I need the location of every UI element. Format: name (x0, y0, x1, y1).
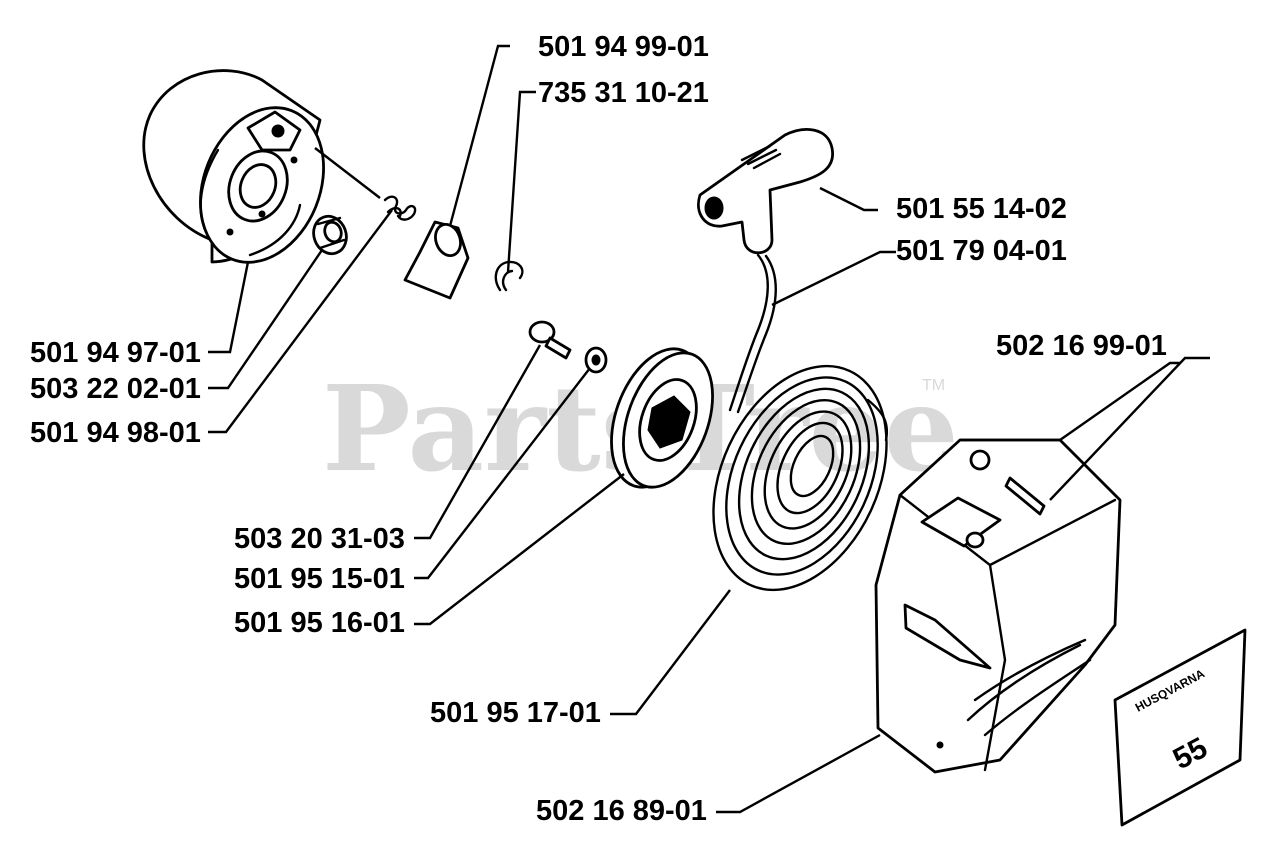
handle-part[interactable] (697, 128, 834, 255)
recoil-spring-part[interactable] (679, 338, 920, 618)
label-spring[interactable]: 501 94 98-01 (30, 417, 201, 449)
label-recoil-spring[interactable]: 501 95 17-01 (430, 697, 601, 729)
label-washer[interactable]: 501 95 15-01 (234, 563, 405, 595)
label-flywheel[interactable]: 501 94 97-01 (30, 337, 201, 369)
watermark-trademark: TM (922, 377, 945, 394)
leader-lines (208, 44, 1210, 814)
rope-part[interactable] (728, 253, 777, 414)
washer-part[interactable] (584, 346, 608, 374)
label-starter-housing[interactable]: 502 16 89-01 (536, 795, 707, 827)
starter-housing-part[interactable] (874, 438, 1122, 774)
label-circlip[interactable]: 735 31 10-21 (538, 77, 709, 109)
decal-part[interactable]: HUSQVARNA 55 (1113, 628, 1247, 827)
label-handle[interactable]: 501 55 14-02 (896, 193, 1067, 225)
label-nut[interactable]: 503 22 02-01 (30, 373, 201, 405)
pawl-part[interactable] (403, 220, 470, 300)
spring-part[interactable] (383, 195, 417, 221)
label-screw[interactable]: 502 16 99-01 (996, 330, 1167, 362)
label-pawl[interactable]: 501 94 99-01 (538, 31, 709, 63)
flywheel-part[interactable] (142, 69, 346, 281)
label-rope[interactable]: 501 79 04-01 (896, 235, 1067, 267)
label-center-screw[interactable]: 503 20 31-03 (234, 523, 405, 555)
nut-part[interactable] (308, 212, 351, 259)
pulley-part[interactable] (594, 336, 730, 500)
label-pulley[interactable]: 501 95 16-01 (234, 607, 405, 639)
part-labels: 501 94 97-01 503 22 02-01 501 94 98-01 5… (30, 31, 1167, 827)
center-screw-part[interactable] (528, 320, 572, 360)
